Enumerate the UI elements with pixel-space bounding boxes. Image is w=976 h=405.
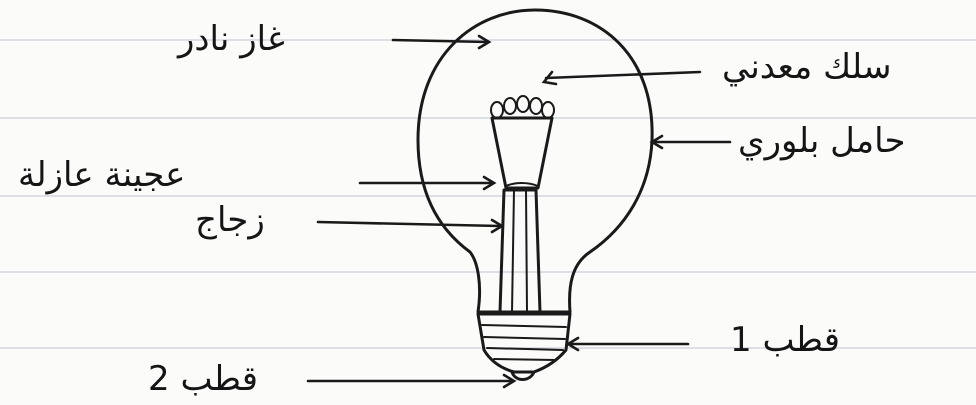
pointer-arrows: [308, 36, 730, 387]
filament-loop: [530, 98, 542, 114]
filament-loop: [504, 98, 516, 114]
label-glass: زجاج: [195, 203, 265, 237]
paste-band: [506, 183, 538, 186]
arrow-glass-holder: [652, 136, 730, 148]
label-glass-holder: حامل بلوري: [738, 124, 905, 158]
stem-lead-wire: [526, 190, 527, 312]
arrow-inert-gas: [393, 36, 489, 48]
bulb-glass-envelope: [418, 10, 652, 312]
filament-loop: [542, 102, 554, 118]
arrow-insulating-paste: [360, 177, 494, 189]
base-thread: [494, 359, 556, 360]
arrow-glass: [318, 220, 502, 232]
label-insulating-paste: عجينة عازلة: [18, 158, 185, 192]
bulb-screw-base: [478, 314, 570, 380]
base-thread: [482, 325, 566, 327]
base-shell: [478, 314, 570, 372]
arrow-pole-2: [308, 375, 514, 387]
filament-loop: [517, 96, 529, 112]
label-inert-gas: غاز نادر: [178, 22, 285, 56]
insulating-paste: [492, 118, 552, 188]
label-pole-1: قطب 1: [730, 323, 840, 357]
filament-loop: [491, 102, 503, 118]
stem-outline: [500, 190, 540, 312]
label-pole-2: قطب 2: [148, 362, 258, 396]
label-metal-wire: سلك معدني: [722, 50, 891, 84]
arrow-metal-wire: [544, 72, 700, 84]
stem-lead-wire: [512, 190, 514, 312]
filament-coil: [491, 96, 554, 118]
base-thread: [484, 337, 565, 339]
glass-stem: [500, 190, 540, 312]
